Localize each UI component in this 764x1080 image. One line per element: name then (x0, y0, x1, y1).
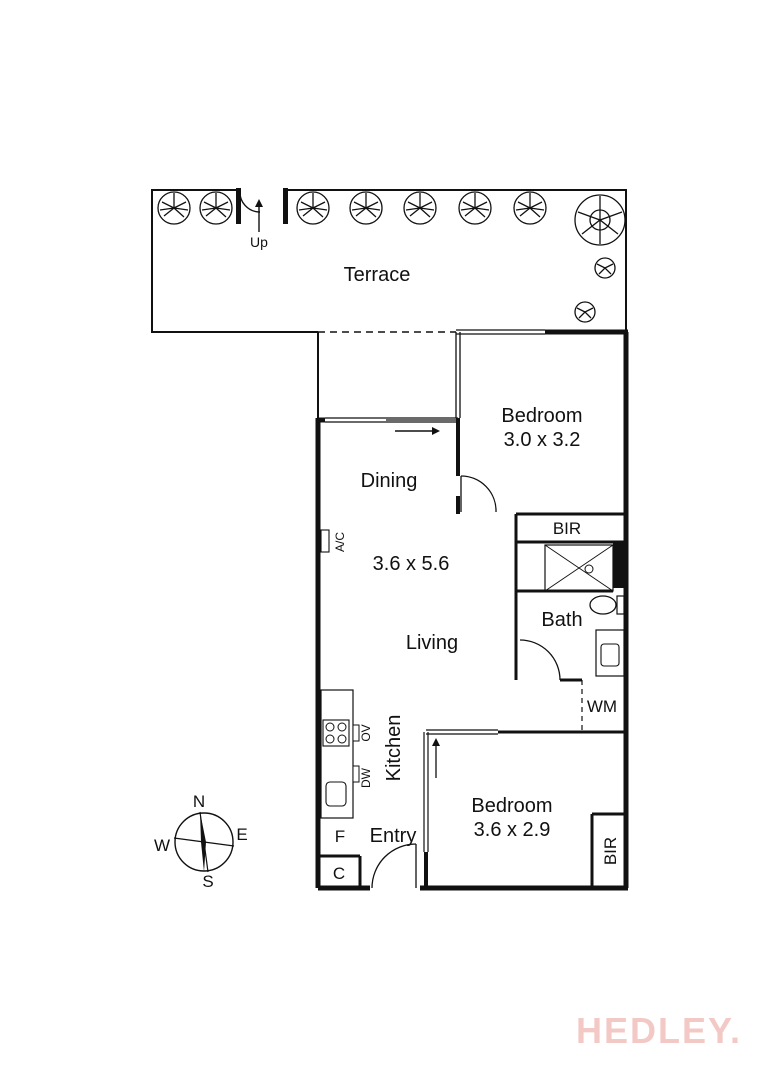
compass-n: N (193, 792, 205, 811)
terrace-area (151, 188, 627, 418)
entry-label: Entry (370, 825, 417, 847)
living-size: 3.6 x 5.6 (373, 553, 450, 575)
shrub (513, 191, 547, 225)
shrub (157, 191, 191, 225)
shrub-small (594, 257, 616, 279)
apartment-walls (315, 329, 629, 891)
shrub-small (574, 301, 596, 323)
bir2-label: BIR (601, 837, 620, 865)
dining-label: Dining (361, 470, 418, 492)
brand-dot-icon: . (730, 1010, 743, 1051)
bedroom2-label: Bedroom (471, 795, 552, 817)
terrace-label: Terrace (344, 264, 411, 286)
compass-e: E (236, 825, 247, 844)
compass-needle-icon (200, 812, 206, 872)
shrub (349, 191, 383, 225)
dw-label: DW (359, 767, 373, 788)
up-label: Up (250, 234, 268, 250)
shrub (199, 191, 233, 225)
bedroom2-size: 3.6 x 2.9 (474, 819, 551, 841)
brand-name: HEDLEY (576, 1010, 731, 1051)
bedroom1-label: Bedroom (501, 405, 582, 427)
bir1-label: BIR (553, 519, 581, 538)
ac-label: A/C (333, 532, 347, 552)
shrub (296, 191, 330, 225)
bedroom1-size: 3.0 x 3.2 (504, 429, 581, 451)
kitchen-label: Kitchen (383, 715, 405, 782)
terrace-shrubs (157, 191, 626, 323)
compass-s: S (202, 872, 213, 891)
compass-w: W (154, 836, 170, 855)
wm-label: WM (587, 697, 617, 716)
tree (574, 194, 626, 246)
compass: N S E W (154, 792, 248, 891)
bath-label: Bath (541, 609, 582, 631)
fridge-label: F (335, 827, 345, 846)
living-label: Living (406, 632, 458, 654)
cupboard-label: C (333, 864, 345, 883)
shrub (458, 191, 492, 225)
brand-logo: HEDLEY. (576, 1010, 746, 1052)
ov-label: OV (359, 724, 373, 741)
shrub (403, 191, 437, 225)
